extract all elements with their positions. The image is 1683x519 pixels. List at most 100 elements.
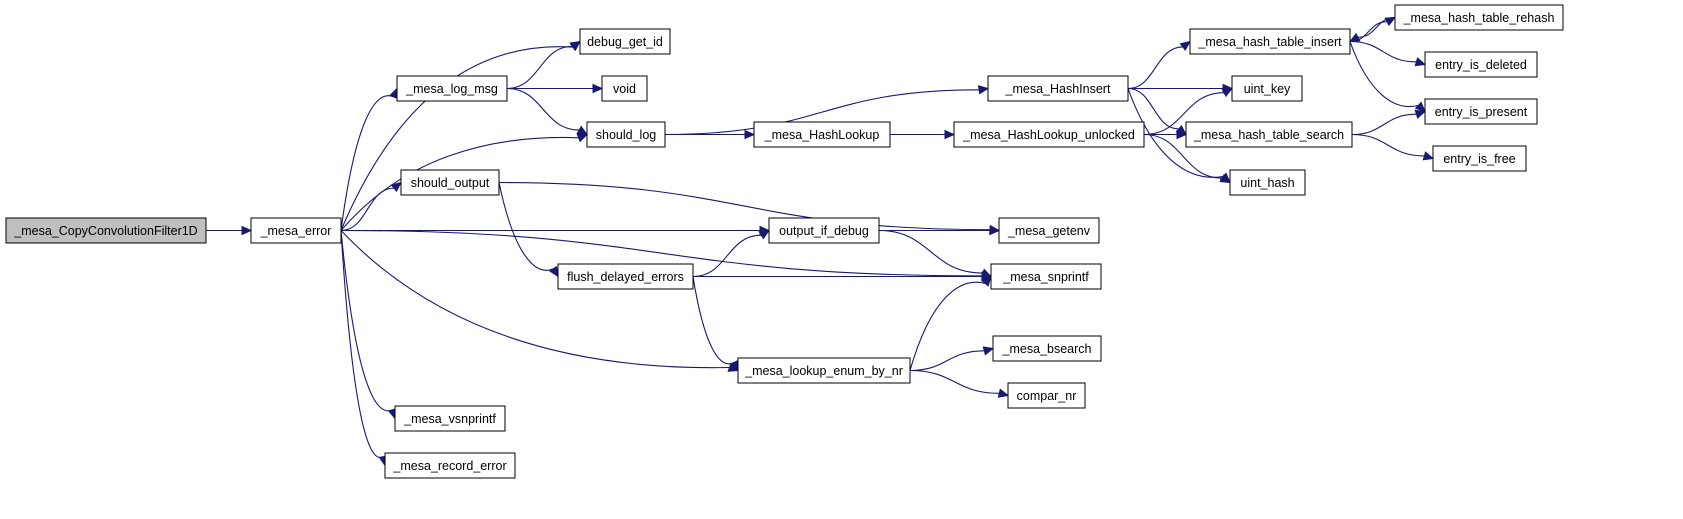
node-label: _mesa_vsnprintf bbox=[403, 412, 496, 426]
node-flush-delayed-errors[interactable]: flush_delayed_errors bbox=[557, 263, 694, 290]
node-compar-nr[interactable]: compar_nr bbox=[1007, 382, 1086, 409]
node-should-log[interactable]: should_log bbox=[586, 121, 666, 148]
node-mesa-hash-table-search[interactable]: _mesa_hash_table_search bbox=[1185, 121, 1353, 148]
edge-line bbox=[340, 187, 394, 232]
node-box bbox=[5, 217, 207, 244]
node-label: void bbox=[613, 82, 636, 96]
node-label: debug_get_id bbox=[587, 35, 663, 49]
node-mesa-getenv[interactable]: _mesa_getenv bbox=[998, 217, 1100, 244]
edge-line bbox=[340, 136, 579, 231]
edge-n14-n12 bbox=[1351, 109, 1427, 136]
edge-line bbox=[506, 45, 573, 90]
node-label: _mesa_hash_table_rehash bbox=[1403, 11, 1555, 25]
node-label: flush_delayed_errors bbox=[567, 270, 684, 284]
node-mesa-hashlookup-unlocked[interactable]: _mesa_HashLookup_unlocked bbox=[953, 121, 1145, 148]
edge-line bbox=[340, 230, 384, 459]
node-mesa-hashinsert[interactable]: _mesa_HashInsert bbox=[987, 75, 1129, 102]
edge-n9-n11 bbox=[1349, 40, 1427, 67]
edge-arrowhead bbox=[241, 225, 253, 236]
node-label: _mesa_log_msg bbox=[405, 82, 498, 96]
edge-n3-n5 bbox=[506, 87, 589, 136]
node-mesa-vsnprintf[interactable]: _mesa_vsnprintf bbox=[394, 405, 506, 432]
edge-arrowhead bbox=[390, 181, 402, 193]
node-box bbox=[1231, 75, 1303, 102]
edge-n5-n6 bbox=[665, 129, 756, 140]
node-label: _mesa_snprintf bbox=[1002, 270, 1089, 284]
edge-line bbox=[909, 350, 985, 372]
node-mesa-hashlookup[interactable]: _mesa_HashLookup bbox=[753, 121, 891, 148]
node-label: _mesa_bsearch bbox=[1002, 342, 1092, 356]
edge-n1-n17 bbox=[340, 181, 402, 232]
edge-n6-n8 bbox=[890, 129, 956, 140]
edge-arrowhead bbox=[758, 229, 771, 240]
node-mesa-record-error[interactable]: _mesa_record_error bbox=[384, 452, 516, 479]
node-entry-is-present[interactable]: entry_is_present bbox=[1424, 98, 1538, 125]
edge-n5-n7 bbox=[664, 85, 990, 136]
edge-n20-n18 bbox=[692, 229, 771, 278]
edge-line bbox=[909, 281, 986, 371]
node-box bbox=[1424, 98, 1538, 125]
node-box bbox=[987, 75, 1129, 102]
node-label: should_output bbox=[411, 176, 490, 190]
node-box bbox=[1432, 145, 1527, 172]
node-uint-key[interactable]: uint_key bbox=[1231, 75, 1303, 102]
node-mesa-snprintf[interactable]: _mesa_snprintf bbox=[990, 263, 1102, 290]
edge-n8-n13 bbox=[1143, 87, 1234, 136]
edge-arrowhead bbox=[981, 275, 992, 287]
edge-line bbox=[1127, 46, 1183, 90]
edge-n23-n21 bbox=[909, 275, 992, 371]
node-entry-is-free[interactable]: entry_is_free bbox=[1432, 145, 1527, 172]
edge-n17-n19 bbox=[498, 181, 1001, 235]
edges-layer bbox=[206, 16, 1435, 467]
node-box bbox=[1424, 51, 1538, 78]
node-label: _mesa_lookup_enum_by_nr bbox=[744, 364, 903, 378]
node-mesa-hash-table-insert[interactable]: _mesa_hash_table_insert bbox=[1189, 28, 1351, 55]
edge-line bbox=[506, 87, 580, 131]
edge-line bbox=[1143, 92, 1225, 136]
node-mesa-lookup-enum-by-nr[interactable]: _mesa_lookup_enum_by_nr bbox=[737, 357, 911, 384]
node-debug-get-id[interactable]: debug_get_id bbox=[579, 28, 671, 55]
node-label: _mesa_HashLookup_unlocked bbox=[962, 128, 1135, 142]
node-box bbox=[1229, 169, 1306, 196]
edge-line bbox=[340, 230, 730, 369]
node-box bbox=[400, 169, 500, 196]
node-mesa-error[interactable]: _mesa_error bbox=[250, 217, 342, 244]
node-void[interactable]: void bbox=[601, 75, 648, 102]
edge-n1-n18 bbox=[341, 225, 771, 236]
node-mesa-hash-table-rehash[interactable]: _mesa_hash_table_rehash bbox=[1394, 4, 1564, 31]
node-uint-hash[interactable]: uint_hash bbox=[1229, 169, 1306, 196]
edge-n20-n23 bbox=[692, 276, 739, 372]
edge-arrowhead bbox=[944, 129, 956, 140]
node-box bbox=[250, 217, 342, 244]
edge-n3-n4 bbox=[506, 83, 604, 94]
edge-arrowhead bbox=[1219, 173, 1232, 184]
edge-n1-n2 bbox=[340, 40, 581, 231]
node-label: _mesa_HashInsert bbox=[1005, 82, 1111, 96]
node-mesa-log-msg[interactable]: _mesa_log_msg bbox=[396, 75, 508, 102]
edge-line bbox=[340, 229, 983, 277]
node-mesa-bsearch[interactable]: _mesa_bsearch bbox=[992, 335, 1102, 362]
edge-arrowhead bbox=[576, 125, 589, 136]
edge-line bbox=[340, 95, 394, 231]
edge-line bbox=[878, 229, 983, 274]
nodes-layer: _mesa_CopyConvolutionFilter1D _mesa_error… bbox=[5, 4, 1564, 479]
edge-n3-n2 bbox=[506, 40, 582, 90]
node-label: _mesa_hash_table_insert bbox=[1197, 35, 1342, 49]
edge-n23-n24 bbox=[909, 369, 1010, 398]
edge-n7-n13 bbox=[1128, 83, 1234, 94]
node-should-output[interactable]: should_output bbox=[400, 169, 500, 196]
node-mesa-copyconvolutionfilter1d[interactable]: _mesa_CopyConvolutionFilter1D bbox=[5, 217, 207, 244]
node-label: compar_nr bbox=[1017, 389, 1077, 403]
node-box bbox=[992, 335, 1102, 362]
node-label: entry_is_present bbox=[1435, 105, 1528, 119]
node-output-if-debug[interactable]: output_if_debug bbox=[768, 217, 880, 244]
edge-arrowhead bbox=[389, 87, 398, 100]
edge-line bbox=[909, 369, 1000, 394]
edge-arrowhead bbox=[1422, 151, 1435, 161]
node-label: _mesa_CopyConvolutionFilter1D bbox=[13, 224, 197, 238]
edge-line bbox=[1351, 113, 1417, 136]
edge-n1-n3 bbox=[340, 87, 398, 231]
node-box bbox=[396, 75, 508, 102]
node-entry-is-deleted[interactable]: entry_is_deleted bbox=[1424, 51, 1538, 78]
